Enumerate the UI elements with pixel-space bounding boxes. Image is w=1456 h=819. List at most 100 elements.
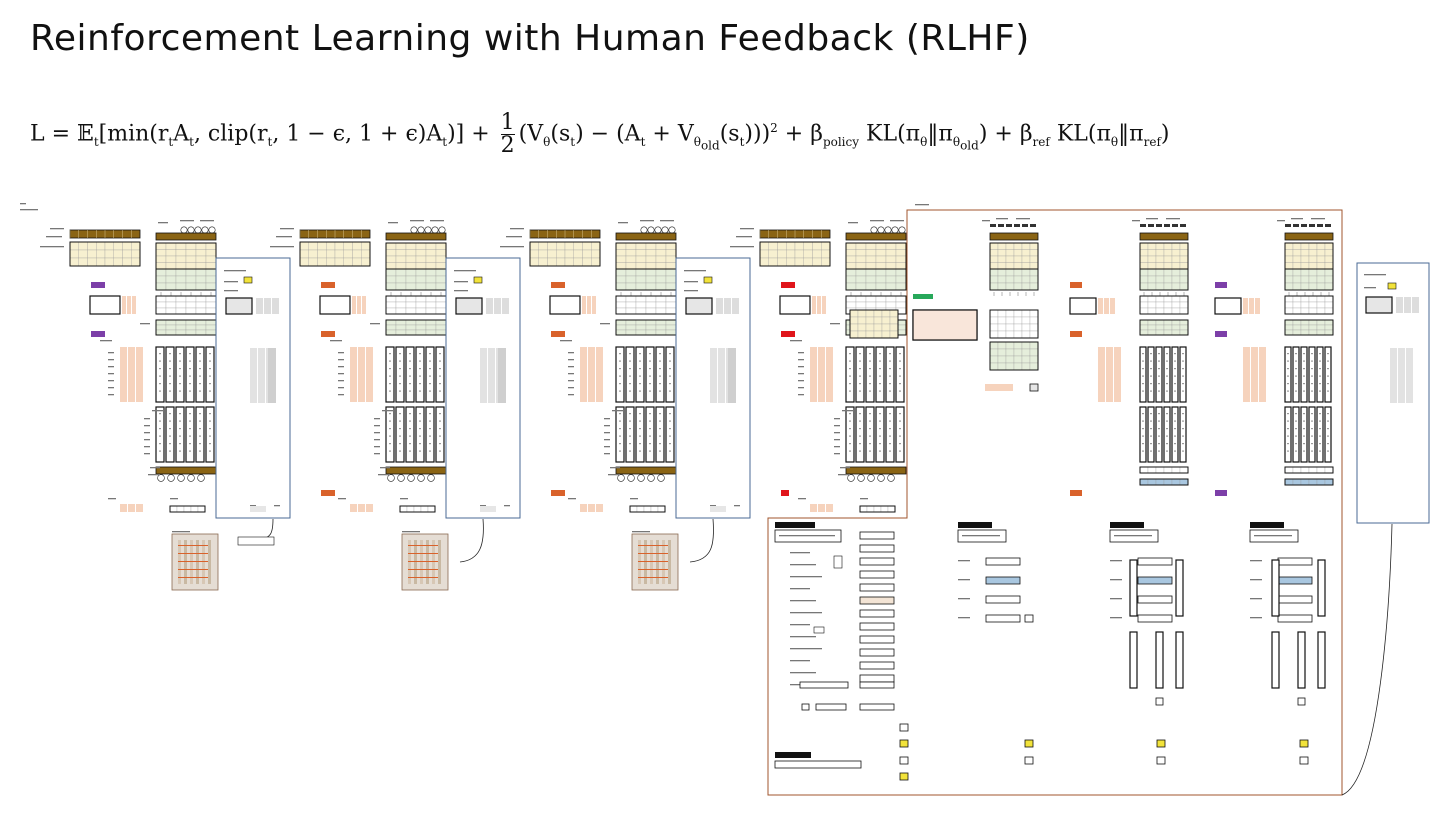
matrix-column — [1324, 406, 1332, 463]
cell-value-dot — [1158, 375, 1160, 377]
value-cell — [1292, 275, 1302, 284]
matrix-column — [665, 406, 675, 463]
value-cell — [989, 275, 999, 284]
tiny-label — [790, 672, 816, 674]
tiny-label — [958, 598, 970, 600]
probability-cell — [1104, 298, 1109, 314]
gradient-cell — [494, 298, 501, 314]
logprob-cell — [1005, 316, 1015, 325]
cell-value-dot — [199, 450, 201, 452]
cell-value-dot — [1295, 375, 1297, 377]
hidden-state-cell — [1147, 255, 1157, 263]
hidden-state-cell — [635, 255, 647, 263]
cell-value-dot — [1311, 435, 1313, 437]
cell-value-dot — [409, 390, 411, 392]
cell-value-dot — [649, 375, 651, 377]
hidden-state-cell — [849, 323, 859, 332]
cell-value-dot — [879, 368, 881, 370]
cell-value-dot — [1327, 435, 1329, 437]
cell-value-dot — [409, 383, 411, 385]
cell-value-dot — [849, 420, 851, 422]
gradient-cell — [1406, 348, 1413, 403]
hidden-state-cell — [665, 262, 677, 270]
cell-value-dot — [1182, 428, 1184, 430]
cell-value-dot — [409, 420, 411, 422]
hidden-state-cell — [1029, 255, 1039, 263]
thumbnail-line — [638, 545, 668, 546]
value-cell — [1163, 319, 1173, 326]
hidden-state-cell — [405, 262, 417, 270]
small-vector — [859, 570, 895, 579]
response-token-circle — [877, 226, 885, 234]
step-tag — [781, 282, 789, 288]
value-cell — [185, 324, 197, 331]
cell-value-dot — [619, 420, 621, 422]
cell-value-dot — [389, 450, 391, 452]
matrix-column — [1300, 346, 1308, 403]
cell-value-dot — [389, 383, 391, 385]
tiny-label — [152, 410, 164, 412]
hidden-state-cell — [415, 242, 427, 250]
value-cell — [1147, 324, 1157, 331]
cell-value-dot — [189, 450, 191, 452]
value-cell — [385, 319, 397, 326]
response-token-circle — [180, 226, 188, 234]
small-box — [1029, 383, 1039, 392]
cell-value-dot — [1166, 420, 1168, 422]
embedding-cell — [803, 241, 813, 251]
advantage-cell — [985, 384, 1013, 391]
tiny-label — [374, 439, 380, 441]
cell-value-dot — [849, 435, 851, 437]
cell-value-dot — [659, 413, 661, 415]
matrix-column — [845, 346, 855, 403]
tiny-label — [380, 467, 390, 469]
peach-cell — [913, 325, 929, 340]
cell-value-dot — [399, 428, 401, 430]
tiny-label — [224, 290, 238, 292]
matrix-column — [425, 346, 435, 403]
cell-value-dot — [1287, 413, 1289, 415]
value-cell — [615, 282, 627, 291]
hidden-state-cell — [385, 262, 397, 270]
cell-value-dot — [159, 443, 161, 445]
hidden-state-cell — [875, 262, 887, 270]
cell-value-dot — [199, 435, 201, 437]
cell-value-dot — [869, 375, 871, 377]
peach-cell — [945, 310, 961, 325]
cell-value-dot — [439, 443, 441, 445]
highlight-cell — [1156, 739, 1166, 748]
value-cell — [885, 268, 897, 277]
value-cell — [385, 268, 397, 277]
advantage-cell — [128, 347, 135, 402]
cell-value-dot — [169, 353, 171, 355]
logprob-cell — [425, 295, 437, 303]
value-cell-border — [989, 341, 1039, 371]
logprob-cell — [635, 301, 647, 309]
tiny-label — [338, 352, 344, 354]
hidden-state-cell — [195, 262, 207, 270]
cell-value-dot — [629, 420, 631, 422]
cell-value-dot — [1319, 360, 1321, 362]
hidden-state-cell — [625, 242, 637, 250]
embedding-cell — [538, 241, 548, 251]
hidden-state-cell — [615, 249, 627, 257]
hidden-state-cell — [395, 262, 407, 270]
peach-cell — [913, 310, 929, 325]
embedding-cell — [573, 257, 583, 267]
cell-value-dot — [419, 375, 421, 377]
hidden-state-cell — [1155, 262, 1165, 270]
tiny-label — [790, 588, 810, 590]
tiny-label — [790, 624, 810, 626]
cell-value-dot — [1182, 435, 1184, 437]
cell-value-dot — [209, 443, 211, 445]
output-token-circle — [857, 474, 865, 482]
value-cell — [1316, 319, 1326, 326]
cell-value-dot — [179, 420, 181, 422]
cell-value-dot — [629, 375, 631, 377]
value-cell — [1179, 329, 1189, 336]
logprob-cell — [997, 330, 1007, 339]
highlight-cell — [1387, 282, 1397, 290]
logprob-cell — [1308, 301, 1318, 309]
cell-value-dot — [399, 360, 401, 362]
hidden-state-cell — [845, 262, 857, 270]
